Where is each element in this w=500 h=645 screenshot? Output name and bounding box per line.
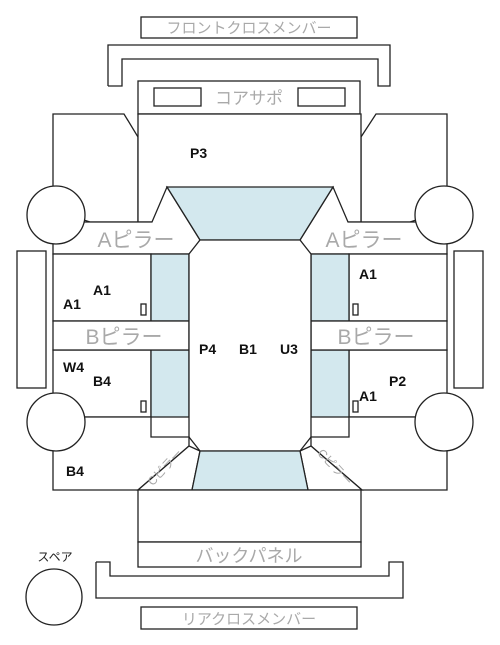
rear-left-wheel[interactable] bbox=[26, 392, 86, 452]
front-left-door-code-b: A1 bbox=[63, 296, 81, 312]
rear-cross-member-box[interactable] bbox=[140, 606, 358, 630]
trunk-panel[interactable] bbox=[137, 489, 362, 543]
front-right-wheel[interactable] bbox=[414, 185, 474, 245]
b-pillar-left[interactable] bbox=[52, 320, 190, 351]
b-pillar-right[interactable] bbox=[310, 320, 448, 351]
rear-left-quarter[interactable] bbox=[52, 416, 190, 491]
headlight-right bbox=[297, 87, 346, 107]
front-cross-member-label: フロントクロスメンバー bbox=[166, 20, 331, 37]
roof-code-right: U3 bbox=[280, 341, 298, 357]
spare-label: スペア bbox=[37, 550, 72, 564]
rear-left-window[interactable] bbox=[150, 349, 190, 418]
spare-tire[interactable] bbox=[25, 568, 83, 626]
front-right-window[interactable] bbox=[310, 253, 350, 322]
back-panel-label: バックパネル bbox=[195, 546, 302, 566]
front-right-door-code: A1 bbox=[359, 266, 377, 282]
rear-left-door-code-b: B4 bbox=[93, 373, 111, 389]
rear-right-window[interactable] bbox=[310, 349, 350, 418]
rear-right-door-code-p: P2 bbox=[389, 373, 406, 389]
rear-right-quarter[interactable] bbox=[310, 416, 448, 491]
rear-left-door-handle bbox=[140, 400, 147, 413]
a-pillar-left-label: Aピラー bbox=[97, 229, 174, 252]
rear-cross-member-label: リアクロスメンバー bbox=[182, 611, 316, 628]
rear-bumper-bracket[interactable] bbox=[95, 561, 404, 599]
rear-window[interactable] bbox=[191, 450, 309, 491]
b-pillar-right-label: Bピラー bbox=[337, 326, 414, 349]
front-right-door[interactable] bbox=[348, 253, 448, 322]
rear-right-door-code-a: A1 bbox=[359, 388, 377, 404]
headlight-left bbox=[153, 87, 202, 107]
rear-right-door-handle bbox=[352, 400, 359, 413]
front-left-wheel[interactable] bbox=[26, 185, 86, 245]
rear-left-quarter-code: B4 bbox=[66, 463, 84, 479]
front-left-door-code-a: A1 bbox=[93, 282, 111, 298]
roof-code-center: B1 bbox=[239, 341, 257, 357]
roof-code-left: P4 bbox=[199, 341, 216, 357]
rear-left-door-code-w: W4 bbox=[63, 359, 84, 375]
front-left-window[interactable] bbox=[150, 253, 190, 322]
left-side-step[interactable] bbox=[16, 250, 47, 389]
front-right-door-handle bbox=[352, 303, 359, 316]
b-pillar-left-label: Bピラー bbox=[85, 326, 162, 349]
back-panel[interactable] bbox=[137, 541, 362, 568]
front-cross-member-box[interactable] bbox=[140, 16, 358, 39]
front-left-door-handle bbox=[140, 303, 147, 316]
front-left-door[interactable] bbox=[52, 253, 152, 322]
right-side-step[interactable] bbox=[453, 250, 484, 389]
front-bumper-bracket[interactable] bbox=[107, 44, 391, 87]
rear-right-wheel[interactable] bbox=[414, 392, 474, 452]
a-pillar-right-label: Aピラー bbox=[325, 229, 402, 252]
core-support-label: コアサポ bbox=[215, 89, 283, 108]
hood-code: P3 bbox=[190, 145, 207, 161]
